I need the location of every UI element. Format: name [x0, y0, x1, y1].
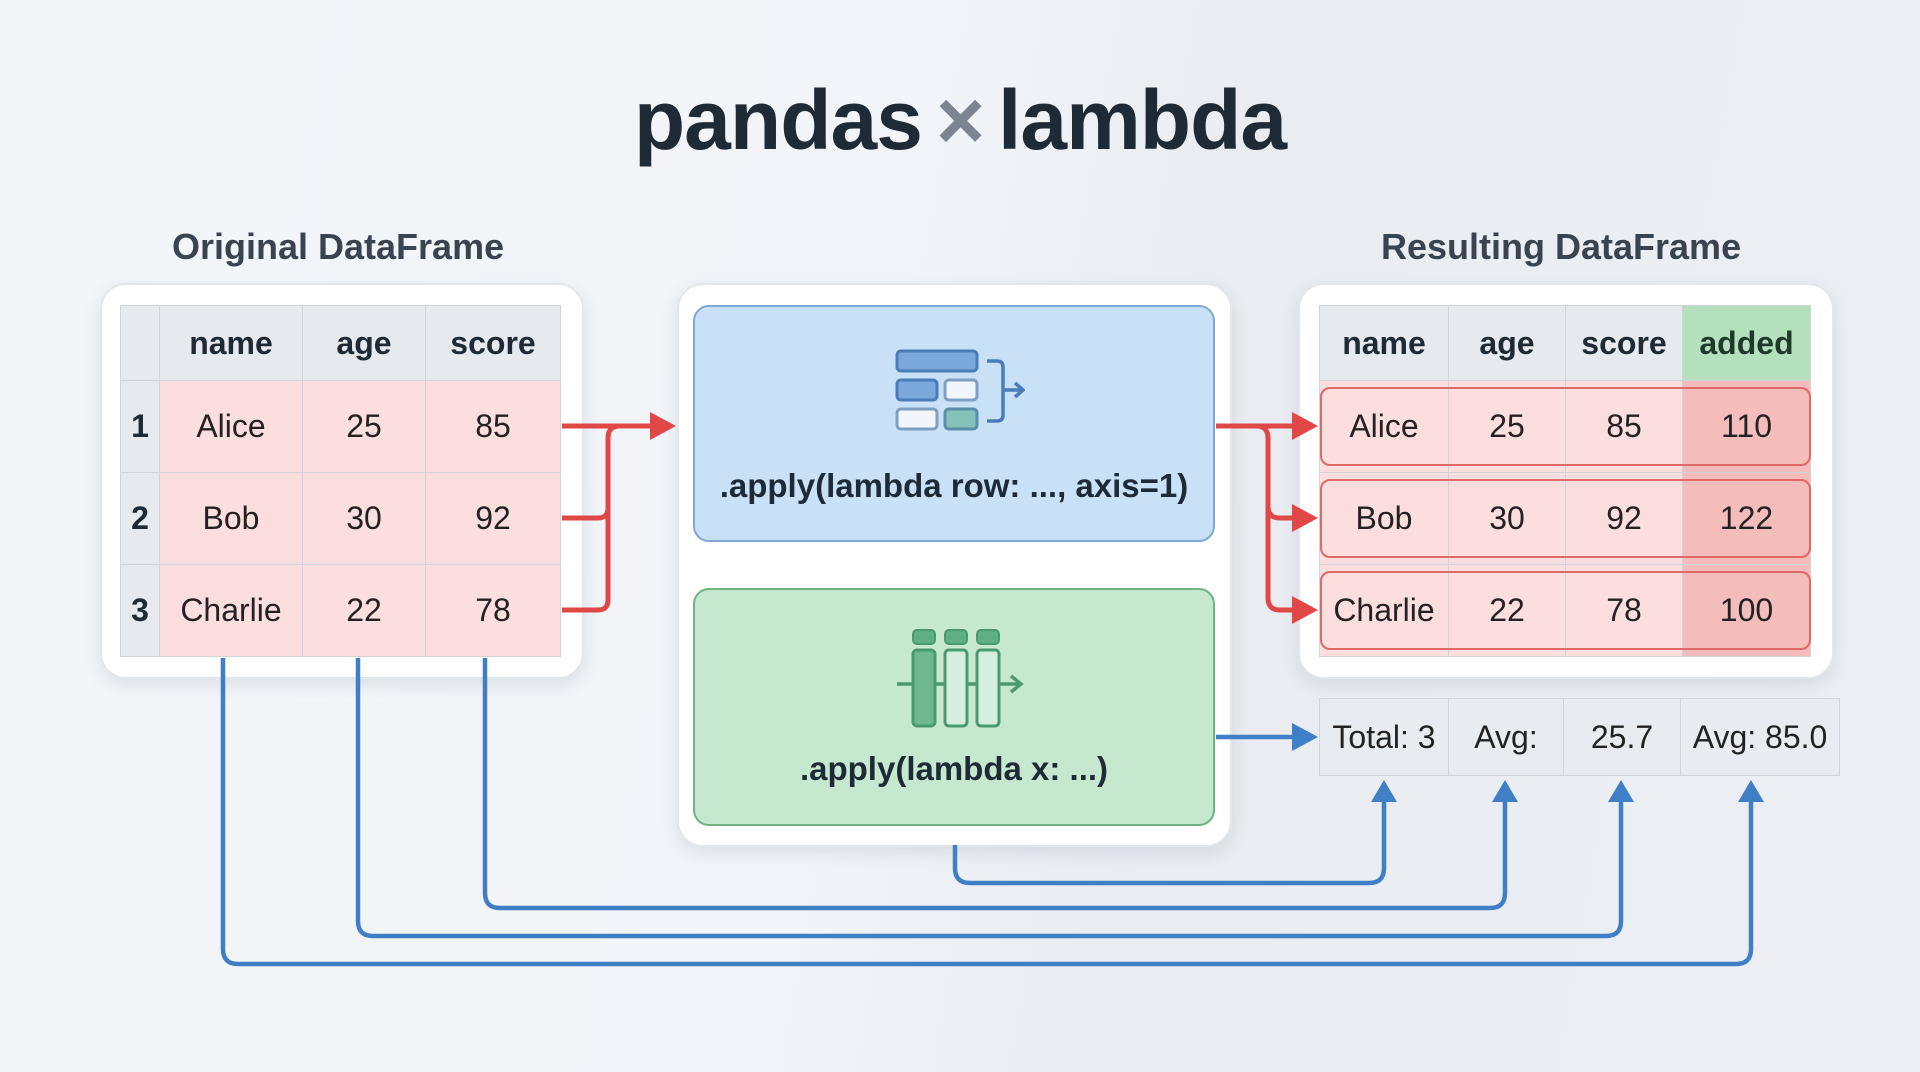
col-arrow-line: [952, 800, 1387, 886]
summary-row: Total: 3 Avg: 25.7 Avg: 85.0: [1319, 698, 1840, 776]
arrowhead-right: [1292, 504, 1318, 532]
cell-added: 122: [1682, 472, 1811, 565]
row-index: 3: [120, 564, 160, 657]
diagram-title: pandas×lambda: [0, 72, 1920, 169]
column-apply-box: .apply(lambda x: ...): [693, 588, 1215, 826]
arrowhead-up: [1371, 780, 1397, 802]
col-arrow-line: [482, 658, 1508, 911]
original-dataframe-label: Original DataFrame: [172, 226, 505, 267]
col-arrow-line: [220, 658, 1754, 967]
cell-name: Alice: [159, 380, 303, 473]
table-row: Charlie 22 78 100: [1319, 564, 1811, 657]
col-arrow-line: [355, 658, 1624, 939]
table-rows-icon: [895, 349, 1025, 431]
resulting-dataframe-table: name age score added Alice 25 85 110 Bob…: [1319, 305, 1811, 657]
summary-cell: Avg: 85.0: [1680, 698, 1840, 776]
table-row: 3 Charlie 22 78: [120, 564, 561, 657]
title-lambda: lambda: [998, 73, 1287, 167]
column-apply-label: .apply(lambda x: ...): [799, 750, 1109, 787]
cell-name: Alice: [1319, 380, 1449, 473]
column-header: score: [425, 305, 561, 381]
row-arrows-out: [1216, 423, 1294, 613]
arrowhead-right: [650, 412, 676, 440]
cell-age: 30: [302, 472, 426, 565]
table-columns-icon: [897, 629, 1024, 728]
cell-age: 22: [1448, 564, 1566, 657]
table-row: 2 Bob 30 92: [120, 472, 561, 565]
arrowhead-right: [1292, 596, 1318, 624]
summary-cell: Total: 3: [1319, 698, 1449, 776]
row-index: 2: [120, 472, 160, 565]
cell-name: Bob: [1319, 472, 1449, 565]
arrowhead-up: [1492, 780, 1518, 802]
cell-added: 100: [1682, 564, 1811, 657]
row-arrow-line: [1255, 423, 1294, 521]
resulting-dataframe-label: Resulting DataFrame: [1381, 226, 1742, 267]
table-row: Alice 25 85 110: [1319, 380, 1811, 473]
added-column-header: added: [1682, 305, 1811, 381]
column-header: score: [1565, 305, 1683, 381]
cell-score: 78: [1565, 564, 1683, 657]
cell-name: Charlie: [159, 564, 303, 657]
cell-score: 78: [425, 564, 561, 657]
table-row: Bob 30 92 122: [1319, 472, 1811, 565]
cell-age: 25: [1448, 380, 1566, 473]
row-arrows-in: [562, 423, 650, 613]
row-arrow-line: [562, 423, 621, 521]
cell-name: Bob: [159, 472, 303, 565]
column-header: name: [1319, 305, 1449, 381]
arrowhead-right: [1292, 723, 1318, 751]
row-apply-label: .apply(lambda row: ..., axis=1): [719, 467, 1189, 504]
summary-cell: Avg:: [1448, 698, 1564, 776]
arrowhead-up: [1608, 780, 1634, 802]
cell-added: 110: [1682, 380, 1811, 473]
original-dataframe-table: name age score 1 Alice 25 85 2 Bob 30 92…: [120, 305, 561, 657]
column-arrows: [220, 658, 1754, 967]
arrowhead-right: [1292, 412, 1318, 440]
arrowhead-up: [1738, 780, 1764, 802]
table-row: 1 Alice 25 85: [120, 380, 561, 473]
cell-name: Charlie: [1319, 564, 1449, 657]
row-arrow-line: [1265, 506, 1294, 613]
cell-age: 22: [302, 564, 426, 657]
cell-age: 25: [302, 380, 426, 473]
row-index: 1: [120, 380, 160, 473]
times-symbol: ×: [935, 73, 985, 167]
cell-score: 85: [425, 380, 561, 473]
summary-cell: 25.7: [1563, 698, 1681, 776]
title-pandas: pandas: [633, 73, 923, 167]
row-apply-box: .apply(lambda row: ..., axis=1): [693, 305, 1215, 542]
row-arrow-line: [562, 508, 611, 613]
cell-score: 92: [425, 472, 561, 565]
